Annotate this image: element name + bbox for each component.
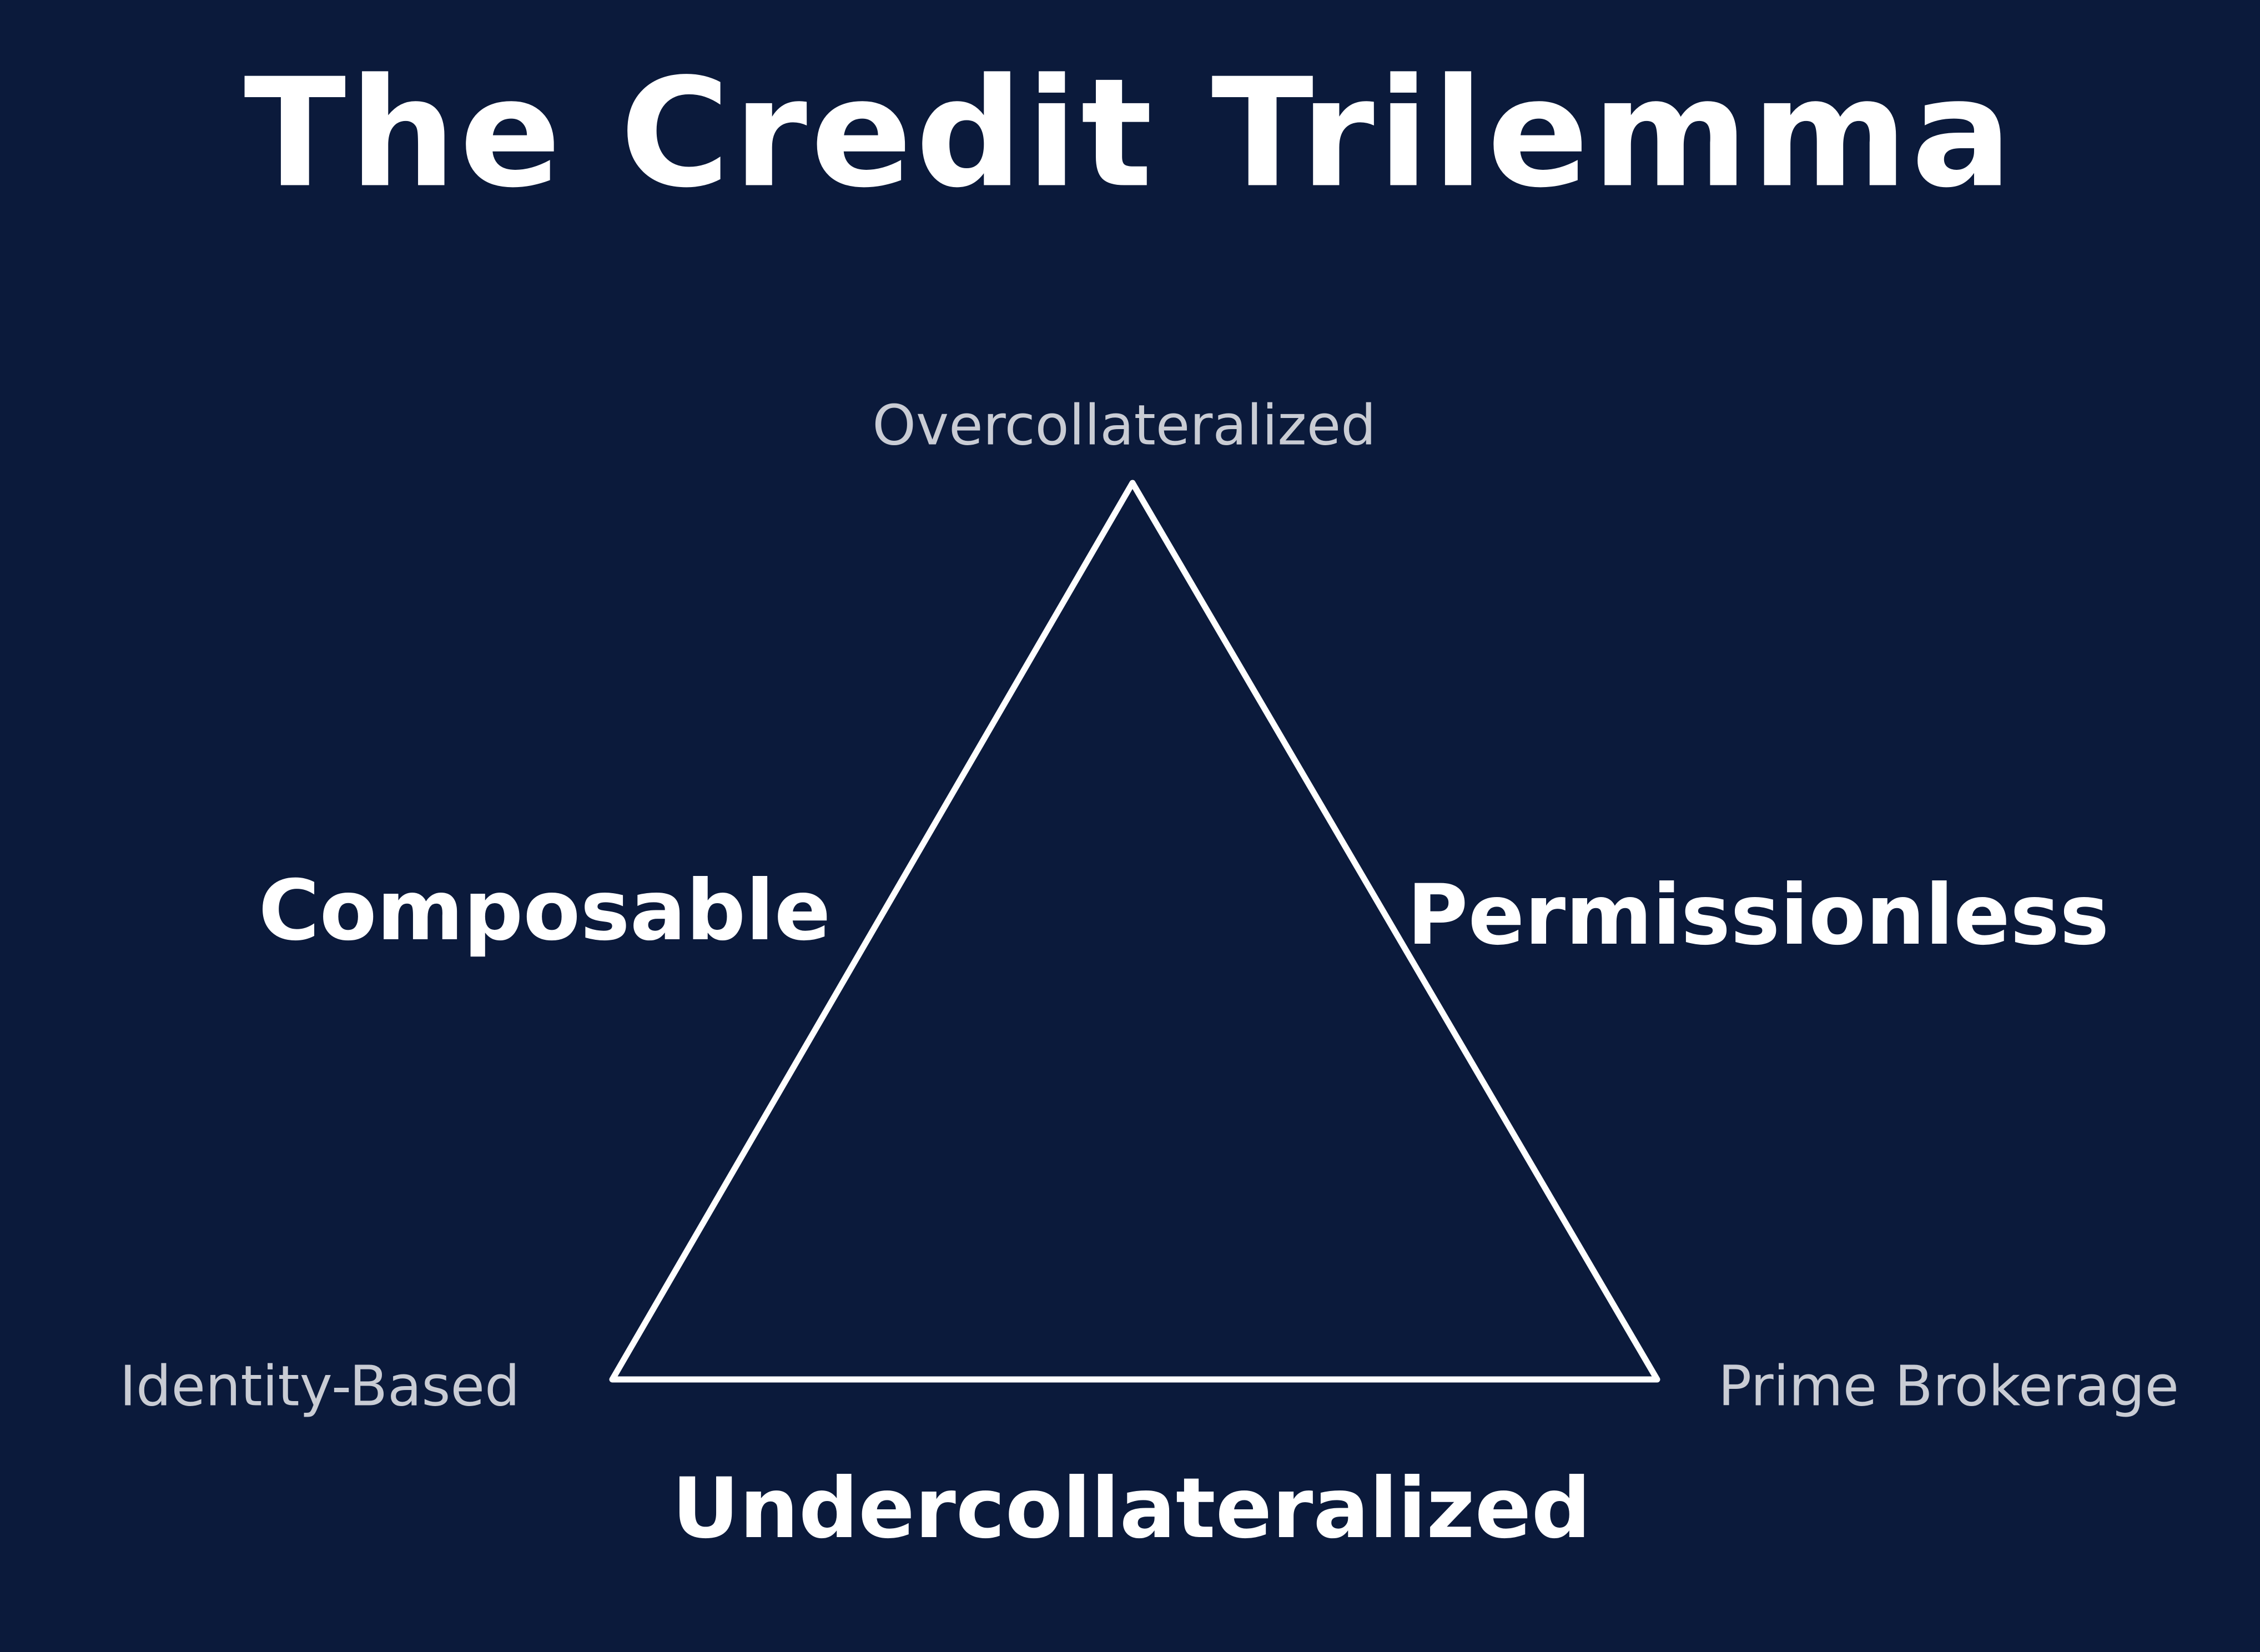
triangle-outline [609, 480, 1660, 1383]
edge-bottom-label: Undercollateralized [672, 1460, 1591, 1557]
edge-left-label: Composable [258, 863, 831, 959]
page-title: The Credit Trilemma [244, 46, 2016, 221]
vertex-bottom-left-label: Identity-Based [119, 1353, 520, 1419]
vertex-top-label: Overcollateralized [872, 392, 1376, 458]
vertex-bottom-right-label: Prime Brokerage [1718, 1353, 2180, 1419]
edge-right-label: Permissionless [1407, 867, 2110, 964]
